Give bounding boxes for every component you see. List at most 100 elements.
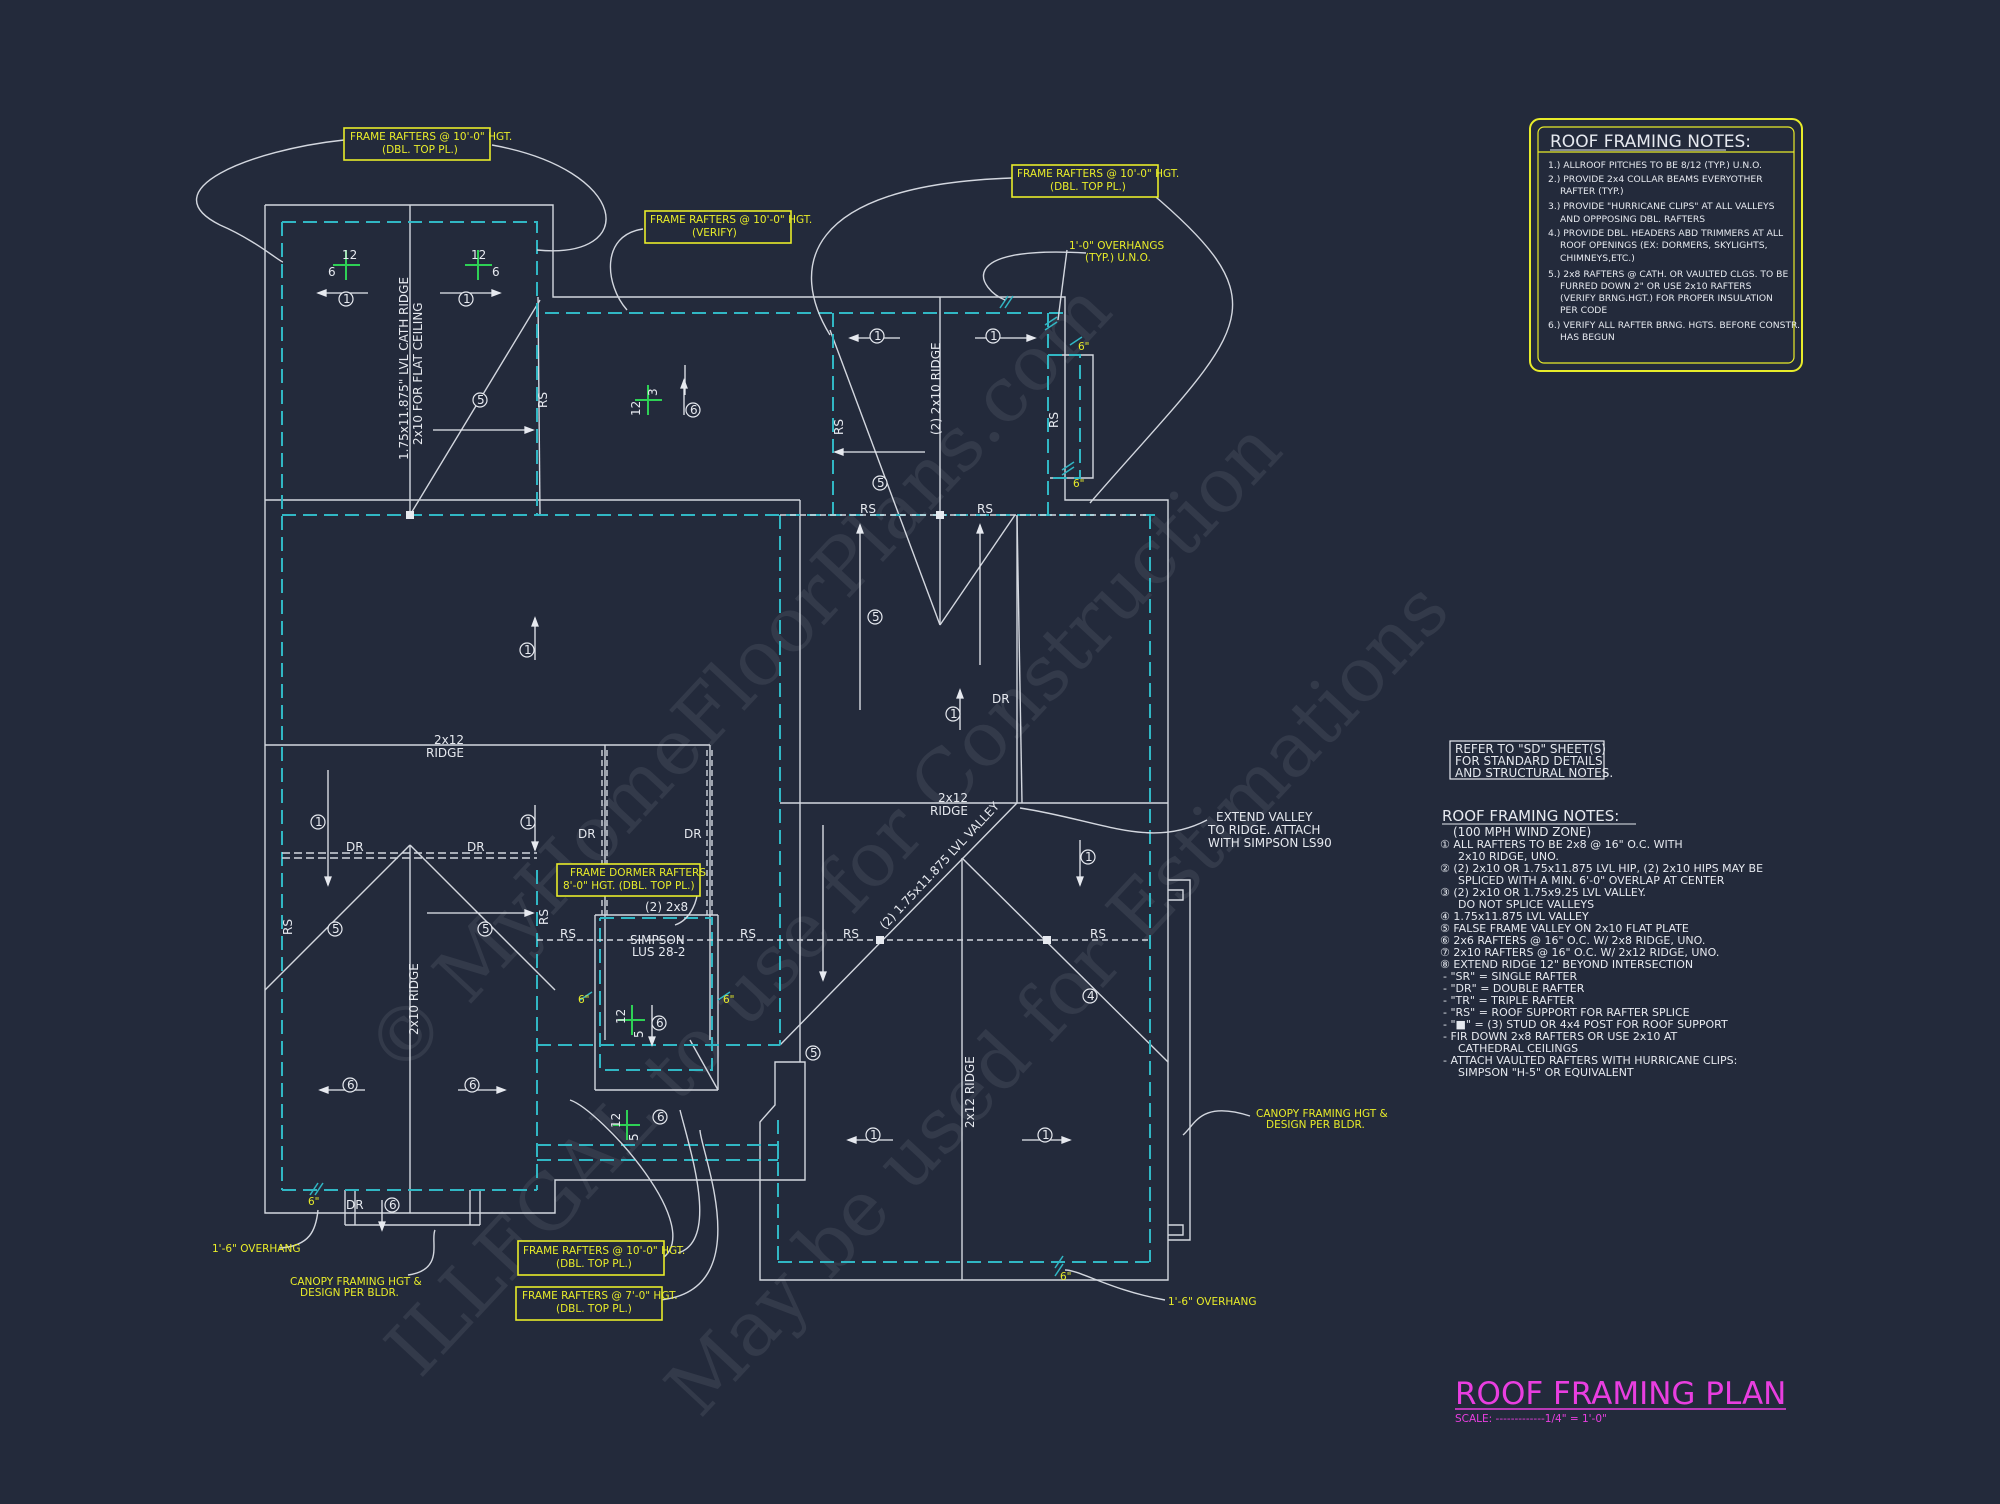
pitch-run: 3 [646,388,660,396]
roof-note-line: RAFTER (TYP.) [1560,186,1624,197]
note-number: 5 [810,1046,818,1060]
callout-line: EXTEND VALLEY [1216,810,1313,824]
pitch-marks: 12 6 12 6 12 3 12 5 12 5 [328,248,662,1141]
callout-line: 8'-0" HGT. (DBL. TOP PL.) [563,880,695,892]
callout-line: CANOPY FRAMING HGT & [290,1276,422,1288]
wind-note-line: - "TR" = TRIPLE RAFTER [1443,994,1574,1007]
refer-line: FOR STANDARD DETAILS [1455,754,1603,768]
callout-line: FRAME DORMER RAFTERS [570,867,706,879]
pitch-run: 5 [627,1133,641,1141]
note-number: 4 [1087,989,1095,1003]
callout-line: (DBL. TOP PL.) [556,1303,632,1315]
wind-note-line: - ATTACH VAULTED RAFTERS WITH HURRICANE … [1443,1054,1737,1067]
callout-line: FRAME RAFTERS @ 7'-0" HGT. [522,1290,678,1302]
rs-label: RS [1090,927,1106,941]
roof-note-line: AND OPPPOSING DBL. RAFTERS [1560,214,1705,225]
sheet-title-block: ROOF FRAMING PLAN SCALE: -------------1/… [1455,1376,1786,1425]
drawing-labels: 1.75x11.875" LVL CATH RIDGE 2x10 FOR FLA… [281,277,1106,1283]
ridge-2x10-label: 2x10 RIDGE [407,963,421,1035]
callout-line: (DBL. TOP PL.) [556,1258,632,1270]
post-marker [936,511,944,519]
roof-note-line: ROOF OPENINGS (EX: DORMERS, SKYLIGHTS, [1560,240,1768,251]
rs-label: RS [536,392,550,408]
note-number: 6 [690,403,698,417]
wind-note-line: - "RS" = ROOF SUPPORT FOR RAFTER SPLICE [1443,1006,1690,1019]
wind-note-line: DO NOT SPLICE VALLEYS [1458,898,1594,911]
refer-box: REFER TO "SD" SHEET(S) FOR STANDARD DETA… [1449,740,1613,780]
refer-line: REFER TO "SD" SHEET(S) [1455,742,1606,756]
hanger-label: LUS 28-2 [632,945,686,959]
roof-note-line: 3.) PROVIDE "HURRICANE CLIPS" AT ALL VAL… [1548,201,1775,212]
pitch-rise: 12 [609,1113,623,1128]
rs-label: RS [843,927,859,941]
callout-frame-top-left: FRAME RAFTERS @ 10'-0" HGT. (DBL. TOP PL… [343,127,512,161]
note-number: 5 [877,476,885,490]
callout-overhang-bottom: 1'-6" OVERHANG [1168,1296,1256,1308]
post-marker [1043,936,1051,944]
roof-note-line: FURRED DOWN 2" OR USE 2x10 RAFTERS [1560,281,1752,292]
callout-line: FRAME RAFTERS @ 10'-0" HGT. [523,1245,685,1257]
callout-frame-bottom-2: FRAME RAFTERS @ 7'-0" HGT. (DBL. TOP PL.… [515,1286,678,1321]
callout-overhang-left: 1'-6" OVERHANG [212,1243,300,1255]
double-ridge-label: (2) 2x10 RIDGE [929,342,943,435]
callout-canopy-right: CANOPY FRAMING HGT & DESIGN PER BLDR. [1256,1108,1388,1131]
roof-note-line: 5.) 2x8 RAFTERS @ CATH. OR VAULTED CLGS.… [1548,269,1788,280]
wind-zone-notes: ROOF FRAMING NOTES: (100 MPH WIND ZONE) … [1440,807,1763,1079]
callout-frame-bottom-1: FRAME RAFTERS @ 10'-0" HGT. (DBL. TOP PL… [517,1240,685,1276]
note-number: 1 [1085,850,1093,864]
note-number: 1 [990,329,998,343]
callout-line: DESIGN PER BLDR. [300,1287,399,1299]
wind-note-line: SPLICED WITH A MIN. 6'-0" OVERLAP AT CEN… [1458,874,1725,887]
dr-label: DR [467,840,485,854]
callout-line: DESIGN PER BLDR. [1266,1119,1365,1131]
roof-support-posts [406,511,1051,944]
callout-line: 1'-0" OVERHANGS [1069,240,1164,252]
callout-extend-valley: EXTEND VALLEY TO RIDGE. ATTACH WITH SIMP… [1207,810,1332,850]
flat-ceiling-label: 2x10 FOR FLAT CEILING [411,302,425,445]
refer-line: AND STRUCTURAL NOTES. [1455,766,1613,780]
rafter-arrows [316,289,1084,1232]
roof-note-line: HAS BEGUN [1560,332,1615,343]
callout-frame-dormer: FRAME DORMER RAFTERS 8'-0" HGT. (DBL. TO… [556,863,706,897]
roof-note-line: (VERIFY BRNG.HGT.) FOR PROPER INSULATION [1560,293,1773,304]
rs-label: RS [537,909,551,925]
roof-note-line: 1.) ALLROOF PITCHES TO BE 8/12 (TYP.) U.… [1548,160,1762,171]
overhang-dim: 6" [308,1196,320,1208]
callout-line: (VERIFY) [692,227,737,239]
wind-note-line: ③ (2) 2x10 OR 1.75x9.25 LVL VALLEY. [1440,886,1646,899]
wind-note-line: ② (2) 2x10 OR 1.75x11.875 LVL HIP, (2) 2… [1440,862,1763,875]
sheet-title: ROOF FRAMING PLAN [1455,1376,1786,1412]
note-number: 1 [950,707,958,721]
overhang-dim: 6" [1073,478,1085,490]
overhang-dim: 6" [578,994,590,1006]
roof-notes-panel: ROOF FRAMING NOTES: 1.) ALLROOF PITCHES … [1529,118,1803,372]
callout-line: WITH SIMPSON LS90 [1208,836,1332,850]
ridge-label: RIDGE [426,746,464,760]
ridge-size-label: 2x12 [434,733,464,747]
wind-note-line: ④ 1.75x11.875 LVL VALLEY [1440,910,1589,923]
post-marker [876,936,884,944]
note-number: 5 [872,610,880,624]
rs-label: RS [832,419,846,435]
dr-label: DR [578,827,596,841]
post-marker [406,511,414,519]
note-number: 6 [656,1016,664,1030]
roof-note-line: 4.) PROVIDE DBL. HEADERS ABD TRIMMERS AT… [1548,228,1784,239]
sheet-scale: SCALE: -------------1/4" = 1'-0" [1455,1413,1607,1425]
double-2x8-label: (2) 2x8 [645,900,688,914]
note-number: 1 [1042,1128,1050,1142]
note-number: 1 [870,1128,878,1142]
wind-note-line: - "■" = (3) STUD OR 4x4 POST FOR ROOF SU… [1443,1018,1728,1031]
note-number: 6 [389,1198,397,1212]
rs-label: RS [977,502,993,516]
note-number: 5 [477,393,485,407]
roof-note-line: 2.) PROVIDE 2x4 COLLAR BEAMS EVERYOTHER [1548,174,1763,185]
dr-label: DR [346,1198,364,1212]
wind-notes-subtitle: (100 MPH WIND ZONE) [1453,825,1591,839]
overhang-dim: 6" [1078,341,1090,353]
pitch-run: 6 [328,265,336,279]
ridge-size-label: 2x12 [938,791,968,805]
wind-note-line: - "DR" = DOUBLE RAFTER [1443,982,1585,995]
pitch-rise: 12 [471,248,486,262]
